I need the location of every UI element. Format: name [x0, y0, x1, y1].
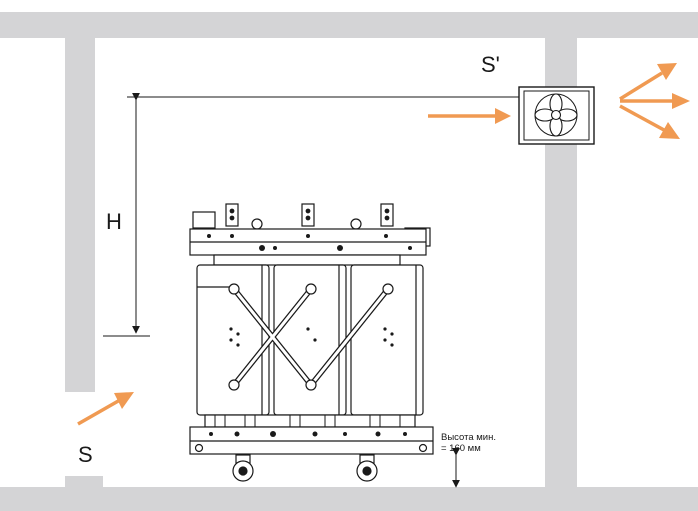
- airflow-arrows: [77, 63, 690, 426]
- inlet-label: S: [78, 442, 93, 467]
- right-wall-upper: [545, 38, 577, 87]
- right-wall-lower: [545, 144, 577, 487]
- min-height-label-line1: Высота мин.: [441, 432, 496, 443]
- left-wall-stub: [65, 476, 103, 487]
- transformer-icon: [189, 203, 434, 482]
- fan-icon: [518, 86, 595, 145]
- height-dimension: [103, 92, 519, 337]
- outflow-arrow-mid: [672, 93, 690, 109]
- outflow-arrow-down: [659, 122, 680, 139]
- left-wall: [65, 38, 95, 392]
- outflow-arrow-up: [657, 63, 677, 80]
- ceiling-wall: [0, 12, 698, 38]
- building-walls: [0, 12, 698, 511]
- height-label: H: [106, 209, 122, 234]
- outlet-label: S': [481, 52, 500, 77]
- min-height-label-line2: = 160 мм: [441, 443, 481, 454]
- inflow-arrowhead: [495, 108, 511, 124]
- inlet-arrow: [114, 392, 134, 409]
- floor-wall: [0, 487, 698, 511]
